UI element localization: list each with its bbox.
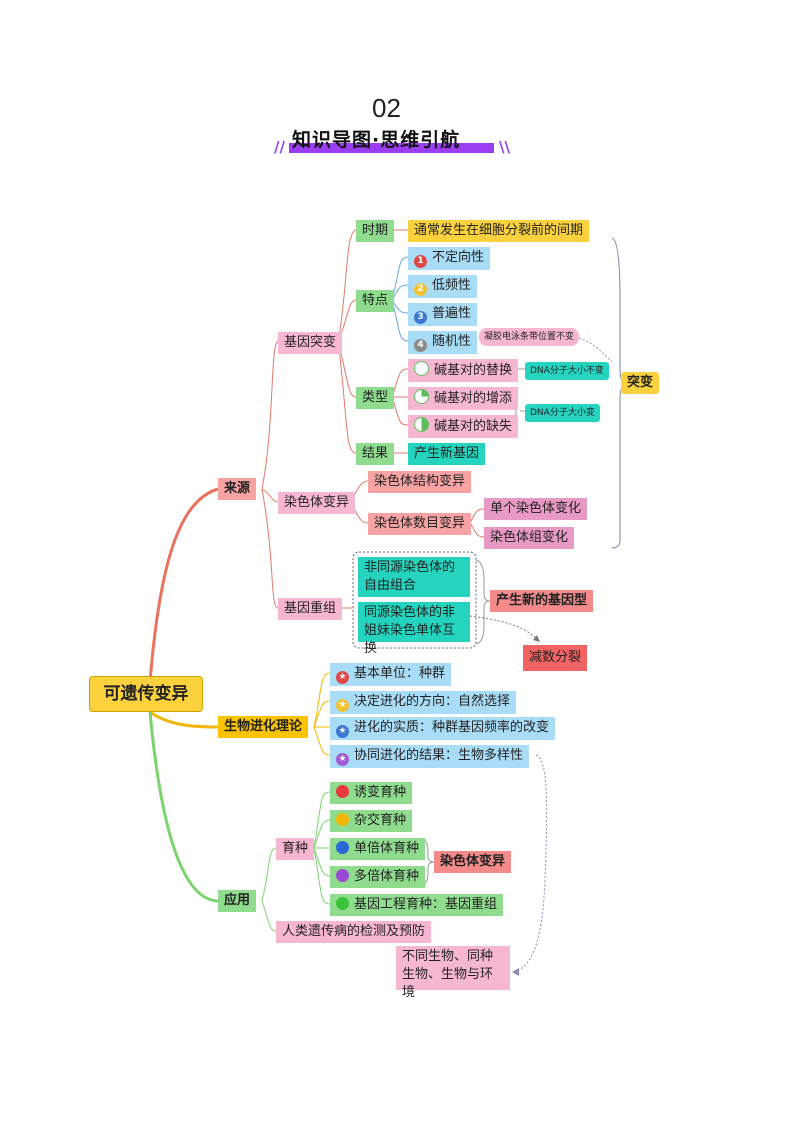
recombination-node: 基因重组	[278, 598, 343, 620]
type-item: 碱基对的增添	[408, 387, 519, 410]
breeding-label: 育种	[276, 838, 315, 860]
gene-mutation-node: 基因突变	[278, 332, 343, 354]
chromosome-set-change: 染色体组变化	[484, 527, 575, 549]
genetic-disease-prevention: 人类遗传病的检测及预防	[276, 921, 432, 943]
period-value: 通常发生在细胞分裂前的间期	[408, 220, 590, 242]
source-node: 来源	[218, 478, 257, 500]
purple-dot-icon	[336, 869, 349, 882]
title-highlight-bar	[289, 143, 494, 153]
section-number: 02	[370, 93, 401, 123]
single-chromosome-change: 单个染色体变化	[484, 498, 588, 520]
result-label: 结果	[356, 443, 395, 465]
number-four-icon: 4	[414, 339, 427, 352]
page-title: 知识导图·思维引航	[292, 129, 461, 151]
right-slash-decoration: \\	[499, 138, 510, 156]
left-slash-decoration: //	[274, 138, 285, 156]
type-item: 碱基对的缺失	[408, 415, 519, 438]
period-label: 时期	[356, 220, 395, 242]
application-node: 应用	[218, 890, 257, 912]
star-icon: ★	[336, 725, 349, 738]
star-icon: ★	[336, 671, 349, 684]
gel-note: 凝胶电泳条带位置不变	[479, 328, 580, 346]
result-value: 产生新基因	[408, 443, 486, 465]
number-two-icon: 2	[414, 283, 427, 296]
star-icon: ★	[336, 753, 349, 766]
red-dot-icon	[336, 785, 349, 798]
green-dot-icon	[336, 897, 349, 910]
evolution-item: ★协同进化的结果：生物多样性	[330, 745, 530, 768]
pie-progress-icon	[414, 417, 429, 432]
root-node: 可遗传变异	[89, 676, 203, 712]
evolution-node: 生物进化理论	[218, 716, 309, 738]
coevolution-scope: 不同生物、同种生物、生物与环境	[396, 946, 510, 1000]
breeding-item: 多倍体育种	[330, 866, 426, 888]
types-label: 类型	[356, 387, 395, 409]
crossing-over: 同源染色体的非姐妹染色单体互换	[358, 602, 470, 656]
free-combination: 非同源染色体的自由组合	[358, 557, 470, 597]
structure-variation: 染色体结构变异	[368, 471, 472, 493]
mutation-summary: 突变	[621, 372, 660, 394]
breeding-item: 基因工程育种：基因重组	[330, 894, 504, 916]
breeding-chromosome-variation: 染色体变异	[434, 851, 512, 873]
yellow-dot-icon	[336, 813, 349, 826]
breeding-item: 诱变育种	[330, 782, 413, 804]
breeding-item: 杂交育种	[330, 810, 413, 832]
blue-dot-icon	[336, 841, 349, 854]
number-three-icon: 3	[414, 311, 427, 324]
traits-label: 特点	[356, 290, 395, 312]
evolution-item: ★决定进化的方向：自然选择	[330, 691, 517, 714]
breeding-item: 单倍体育种	[330, 838, 426, 860]
chromosome-variation-node: 染色体变异	[278, 492, 356, 514]
type-item: 碱基对的替换	[408, 359, 519, 382]
number-variation: 染色体数目变异	[368, 513, 472, 535]
pie-progress-icon	[414, 361, 429, 376]
dna-size-changed-note: DNA分子大小变	[525, 404, 600, 422]
new-genotype: 产生新的基因型	[490, 590, 594, 612]
pie-progress-icon	[414, 389, 429, 404]
meiosis: 减数分裂	[523, 645, 588, 671]
number-one-icon: 1	[414, 255, 427, 268]
evolution-item: ★进化的实质：种群基因频率的改变	[330, 717, 556, 740]
star-icon: ★	[336, 699, 349, 712]
evolution-item: ★基本单位：种群	[330, 663, 452, 686]
dna-size-unchanged-note: DNA分子大小不变	[525, 362, 609, 380]
